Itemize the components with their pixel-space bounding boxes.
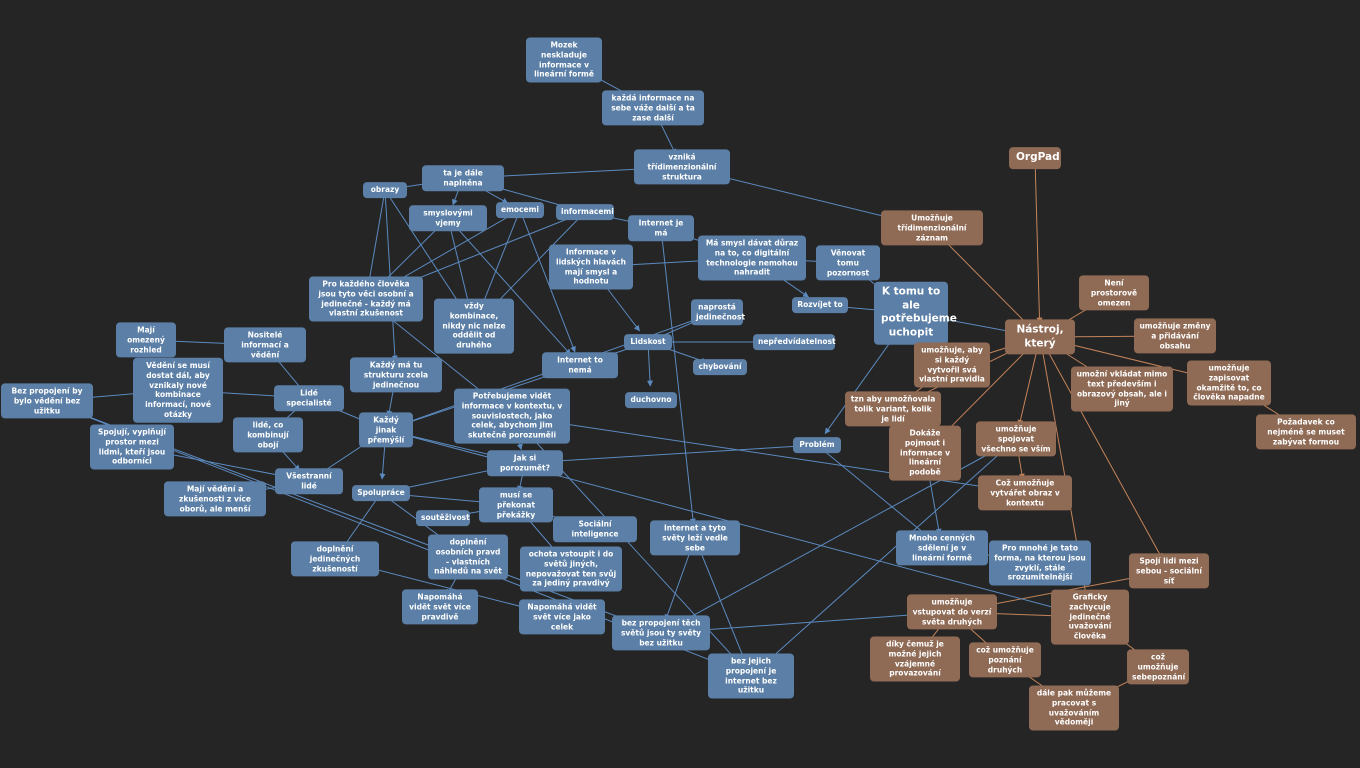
edge-umoznuje-vstupovat-to-bez-propojeni-techto: [674, 611, 953, 635]
node-pozadavek[interactable]: Požadavek co nejméně se muset zabývat fo…: [1256, 414, 1356, 450]
edge-smyslovymi-to-vzdy: [447, 217, 473, 313]
node-tzn[interactable]: tzn aby umožňovala tolik variant, kolik …: [845, 391, 941, 427]
node-maji-omezeny[interactable]: Mají omezený rozhled: [116, 322, 176, 358]
node-lide-specialiste[interactable]: Lidé specialisté: [274, 385, 344, 411]
edge-problem-to-mnoho: [816, 444, 932, 540]
node-doplneni-osobnich[interactable]: doplnění osobních pravd - vlastních náhl…: [428, 534, 508, 580]
node-maji-vedeni[interactable]: Mají vědění a zkušenosti z více oborů, a…: [164, 481, 266, 517]
node-nepredvidatelnost[interactable]: nepředvídatelnost: [753, 334, 836, 350]
edge-umoznuje-spojovat-to-bez-jejich: [760, 438, 1017, 668]
node-soutezivost[interactable]: soutěživost: [416, 510, 470, 526]
node-umoznuje-aby[interactable]: umožňuje, aby si každý vytvořil svá vlas…: [914, 342, 990, 388]
edge-orgpad-to-nastroj: [1034, 157, 1043, 324]
node-musi-se[interactable]: musí se překonat překážky: [479, 487, 553, 523]
node-k-tomu[interactable]: K tomu to ale potřebujeme uchopit: [874, 281, 957, 345]
node-umoznuje-zapisovat[interactable]: umožňuje zapisovat okamžitě to, co člově…: [1187, 360, 1271, 406]
node-internet-je-ma[interactable]: Internet je má: [628, 215, 694, 241]
node-mnoho[interactable]: Mnoho cenných sdělení je v lineární form…: [896, 530, 988, 566]
node-problem[interactable]: Problém: [793, 437, 841, 453]
node-spoluprace[interactable]: Spolupráce: [352, 485, 410, 501]
node-vzdy[interactable]: vždy kombinace, nikdy nic nelze oddělit …: [434, 298, 514, 354]
node-coz-umoznuje-vytvaret[interactable]: Což umožňuje vytvářet obraz v kontextu: [978, 475, 1072, 511]
node-lidskost[interactable]: Lidskost: [624, 334, 672, 350]
node-smyslovymi[interactable]: smyslovými vjemy: [409, 205, 487, 231]
node-umoznuje-vstupovat[interactable]: umožňuje vstupovat do verzí světa druhýc…: [907, 594, 997, 630]
edge-internet-je-ma-to-internet-a-tyto: [660, 227, 696, 525]
node-napomaha-pravdive[interactable]: Napomáhá vidět svět více pravdivě: [402, 589, 478, 625]
node-bez-jejich[interactable]: bez jejich propojení je internet bez uži…: [708, 653, 794, 699]
node-doplneni-jedinecnych[interactable]: doplnění jedinečných zkušeností: [291, 541, 379, 577]
node-bez-propojeni-by[interactable]: Bez propojení by bylo vědění bez užitku: [1, 383, 93, 419]
node-venovat[interactable]: Věnovat tomu pozornost: [816, 245, 880, 281]
edge-emocemi-to-vzdy: [478, 209, 521, 314]
edge-obrazy-to-pro-kazdeho: [366, 189, 386, 286]
node-kazdy-ma[interactable]: Každý má tu strukturu zcela jedinečnou: [350, 357, 442, 393]
node-internet-to-nema[interactable]: Internet to nemá: [542, 352, 618, 378]
node-dokaze[interactable]: Dokáže pojmout i informace v lineární po…: [889, 425, 961, 481]
edge-nastroj-to-dokaze: [934, 336, 1041, 444]
node-informace-v[interactable]: Informace v lidských hlavách mají smysl …: [549, 244, 633, 290]
node-napomaha-celek[interactable]: Napomáhá vidět svět více jako celek: [519, 599, 605, 635]
edge-emocemi-to-internet-to-nema: [519, 209, 576, 353]
edge-problem-to-jak-si: [538, 444, 818, 465]
node-neni-prostorove[interactable]: Není prostorově omezen: [1079, 275, 1149, 311]
node-dale-pak[interactable]: dále pak můžeme pracovat s uvažováním vě…: [1029, 685, 1119, 731]
node-bez-propojeni-techto[interactable]: bez propojení těch světů jsou ty světy b…: [612, 615, 710, 651]
node-kazda[interactable]: každá informace na sebe váže další a ta …: [602, 90, 704, 126]
node-ochota[interactable]: ochota vstoupit i do světů jiných, nepov…: [520, 546, 622, 592]
node-naprosta[interactable]: naprostá jedinečnost: [691, 299, 745, 325]
node-diky[interactable]: díky čemuž je možné jejich vzájemné prov…: [870, 636, 960, 682]
node-vznika[interactable]: vzniká třídimenzionální struktura: [634, 149, 730, 185]
node-obrazy[interactable]: obrazy: [363, 182, 407, 198]
node-emocemi[interactable]: emocemi: [496, 202, 544, 218]
node-kazdy-jinak[interactable]: Každý jinak přemýšlí: [359, 412, 413, 448]
node-vedeni-se[interactable]: Vědění se musí dostat dál, aby vznikaly …: [133, 357, 223, 423]
node-potrebujeme-videt[interactable]: Potřebujeme vidět informace v kontextu, …: [454, 388, 570, 444]
node-spoji[interactable]: Spojí lidi mezi sebou - sociální síť: [1129, 553, 1209, 589]
node-ta-je[interactable]: ta je dále naplněna: [422, 165, 504, 191]
node-socialni-inteligence[interactable]: Sociální inteligence: [553, 516, 637, 542]
node-chybovani[interactable]: chybování: [693, 359, 747, 375]
node-coz-umoznuje-sebe[interactable]: což umožňuje sebepoznání: [1127, 649, 1189, 685]
node-lide-co[interactable]: lidé, co kombinují obojí: [233, 417, 303, 453]
node-ma-smysl[interactable]: Má smysl dávat důraz na to, co digitální…: [698, 235, 806, 281]
node-umoznuje-zmeny[interactable]: umožňuje změny a přidávání obsahu: [1134, 318, 1216, 354]
node-jak-si[interactable]: Jak si porozumět?: [487, 450, 563, 476]
node-pro-mnohe[interactable]: Pro mnohé je tato forma, na kterou jsou …: [989, 540, 1091, 586]
node-rozvijet[interactable]: Rozvíjet to: [792, 297, 848, 313]
node-spojuji[interactable]: Spojují, vyplňují prostor mezi lidmi, kt…: [90, 424, 174, 470]
node-coz-umoznuje-poznani[interactable]: což umožňuje poznání druhých: [969, 642, 1041, 678]
edge-nastroj-to-spoji: [1039, 336, 1163, 560]
node-vsestranni[interactable]: Všestranní lidé: [275, 468, 343, 494]
edge-smyslovymi-to-internet-to-nema: [447, 217, 572, 356]
node-umoznuje-tridim[interactable]: Umožňuje třídimenzionální záznam: [881, 210, 983, 246]
node-umoznuje-spojovat[interactable]: umožňuje spojovat všechno se vším: [976, 421, 1056, 457]
edge-obrazy-to-kazdy-ma: [384, 189, 398, 362]
node-pro-kazdeho[interactable]: Pro každého člověka jsou tyto věci osobn…: [309, 276, 423, 322]
node-graficky[interactable]: Graficky zachycuje jedinečné uvažování č…: [1051, 589, 1129, 645]
edge-obrazy-to-vzdy: [384, 189, 467, 315]
node-umozni-vkladat[interactable]: umožní vkládat mimo text především i obr…: [1071, 366, 1173, 412]
node-orgpad[interactable]: OrgPad: [1009, 147, 1061, 169]
node-nositele[interactable]: Nositelé informací a vědění: [224, 327, 306, 363]
node-informacemi[interactable]: informacemi: [556, 204, 614, 220]
node-internet-a-tyto[interactable]: Internet a tyto světy leží vedle sebe: [650, 520, 740, 556]
node-mozek[interactable]: Mozek neskladuje informace v lineární fo…: [526, 37, 602, 83]
node-nastroj[interactable]: Nástroj, který: [1005, 319, 1075, 355]
node-duchovno[interactable]: duchovno: [625, 392, 677, 408]
